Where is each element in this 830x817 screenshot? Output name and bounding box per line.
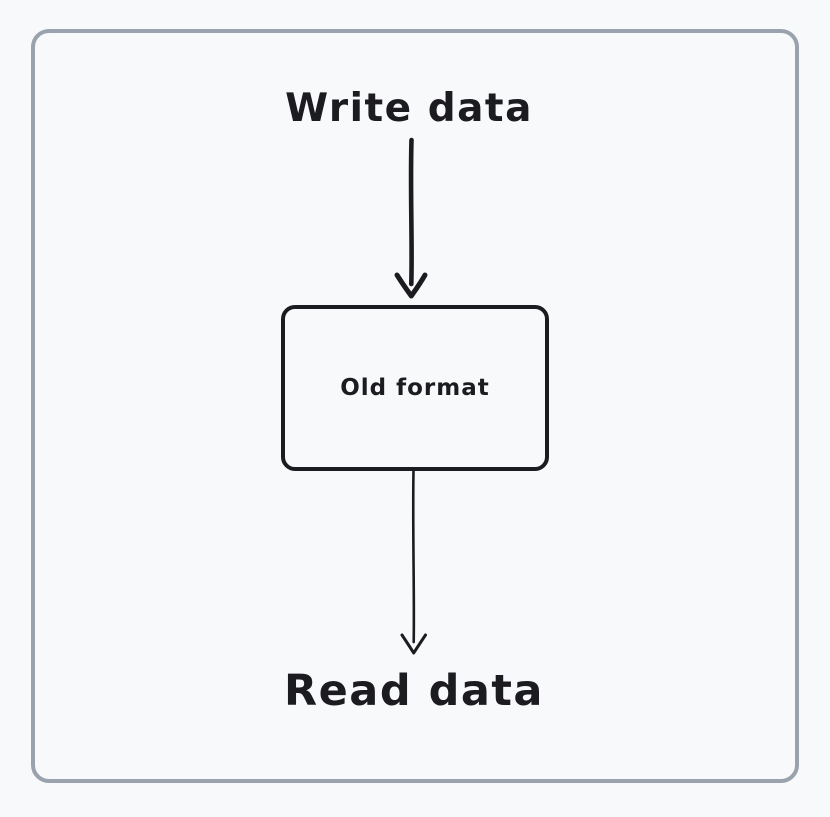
read-data-label: Read data [284,666,544,716]
old-format-node: Old format [281,305,549,471]
write-data-label: Write data [285,86,533,131]
diagram-frame [31,29,799,783]
arrow-down-write-to-node-icon [394,137,428,299]
arrow-down-node-to-read-icon [400,468,427,655]
node-label: Old format [340,375,490,401]
